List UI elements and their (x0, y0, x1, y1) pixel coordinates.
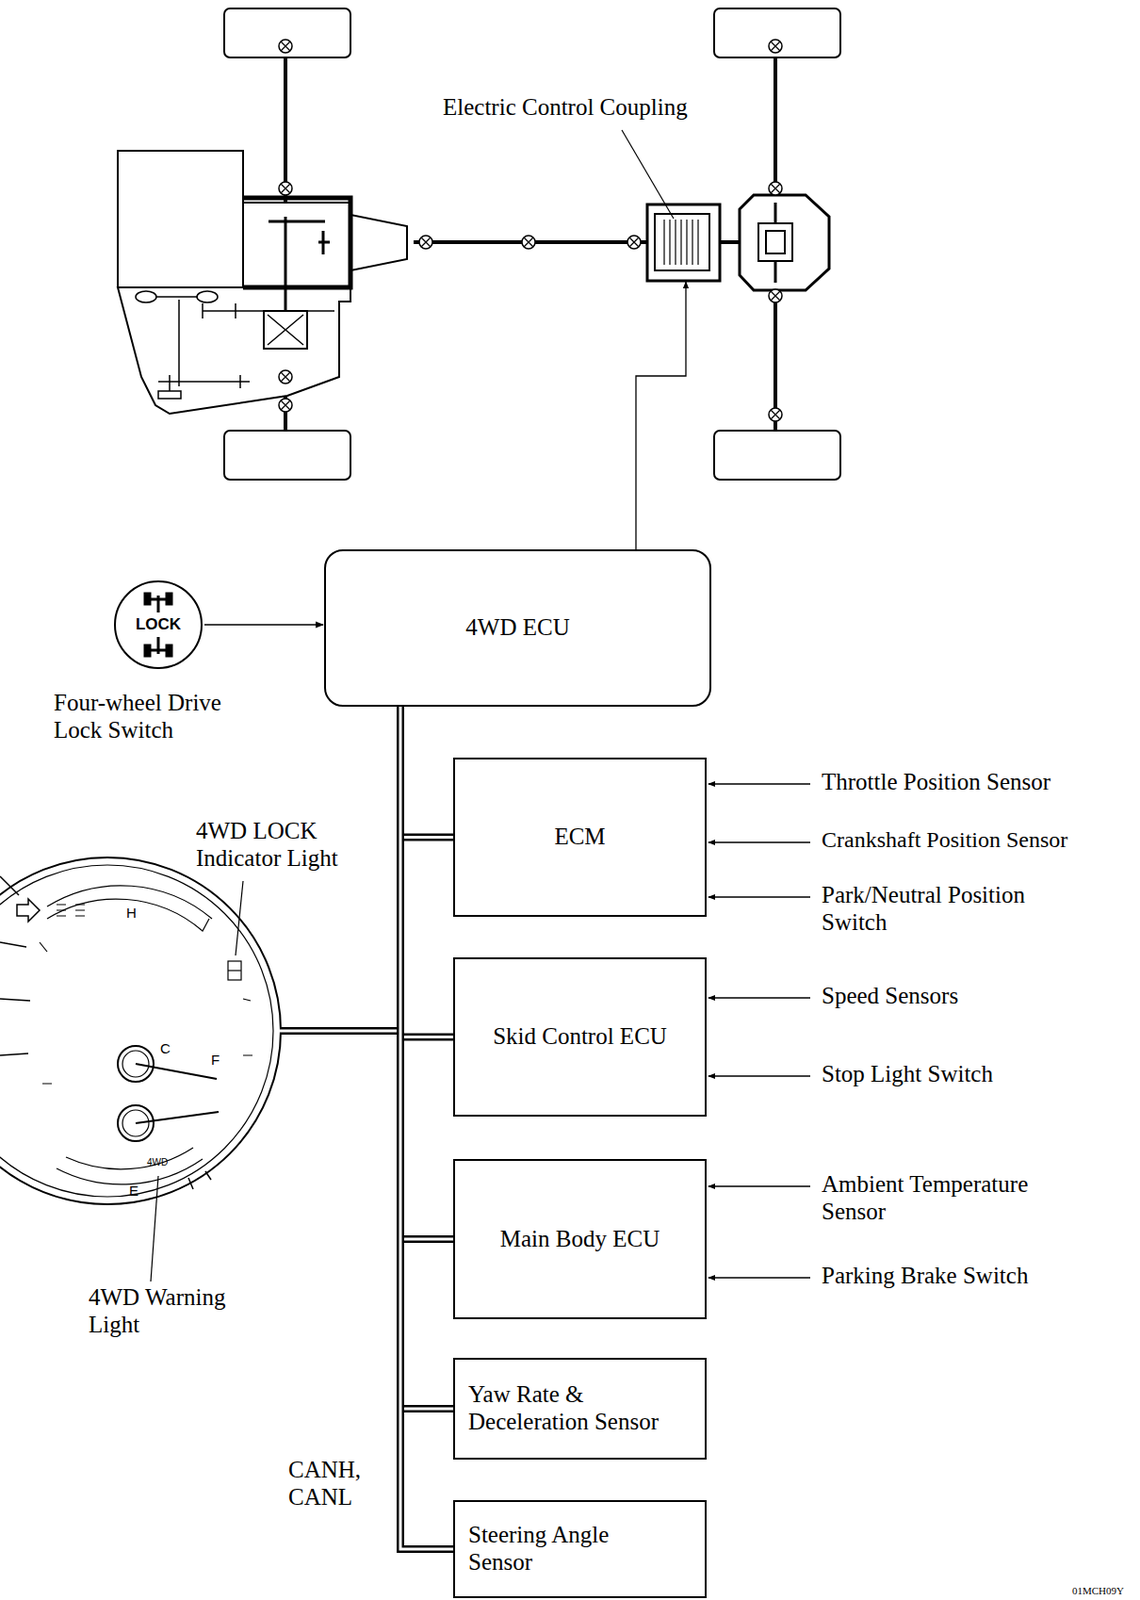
text-group: ECM (553, 823, 605, 851)
box-text: 4WD ECU (465, 614, 570, 642)
text-group: 4WD ECU (465, 614, 570, 642)
switch-text: LOCK (135, 615, 181, 635)
box-text: Main Body ECU (500, 1225, 660, 1254)
ecu-box: Main Body ECU (453, 1158, 707, 1320)
wheel (224, 430, 351, 480)
connector (400, 705, 455, 838)
sensor-label: Stop Light Switch (821, 1060, 994, 1089)
box-text: ECM (553, 823, 605, 851)
sensor-label: Park/Neutral Position Switch (821, 881, 1086, 937)
text-group: Skid Control ECU (492, 1023, 668, 1051)
sensor-box: Steering Angle Sensor (453, 1499, 707, 1598)
warning-light-text: 4WD (146, 1156, 168, 1169)
sensor-label: Throttle Position Sensor (821, 768, 1051, 797)
text-group: Steering Angle Sensor (468, 1521, 634, 1577)
bus-label: CANH, CANL (288, 1456, 383, 1512)
callout-label: 4WD LOCK Indicator Light (195, 817, 352, 873)
leader-line (235, 880, 244, 956)
leader-line (621, 130, 674, 219)
switch-label: Four-wheel Drive Lock Switch (53, 689, 257, 745)
wheel (224, 8, 351, 58)
wheel (714, 8, 841, 58)
connector (400, 705, 455, 1038)
gauge-mark: F (211, 1051, 220, 1068)
connector (400, 705, 455, 1549)
leader-line (150, 1175, 159, 1282)
electric-control-coupling (647, 204, 750, 281)
wheel (714, 430, 841, 480)
control-wire (635, 281, 686, 550)
gauge-mark: H (126, 904, 137, 921)
transaxle (117, 150, 408, 414)
box-text: Skid Control ECU (492, 1023, 668, 1051)
sensor-label: Speed Sensors (821, 982, 959, 1010)
text-group: Main Body ECU (500, 1225, 660, 1254)
ecu-box: Skid Control ECU (453, 957, 707, 1117)
rear-differential (739, 195, 830, 291)
sensor-arrows (708, 783, 811, 1278)
gauge-mark: C (160, 1040, 171, 1057)
lock-switch: LOCKFour-wheel Drive Lock Switch (112, 578, 205, 671)
can-branch (279, 1030, 401, 1032)
connector (400, 705, 455, 1239)
sensor-box: Yaw Rate & Deceleration Sensor (453, 1357, 707, 1460)
ecu-box: ECM (453, 757, 707, 917)
sensor-label: Ambient Temperature Sensor (821, 1171, 1095, 1226)
part-label: Electric Control Coupling (442, 94, 745, 122)
box-text: Steering Angle Sensor (468, 1521, 634, 1577)
sensor-label: Parking Brake Switch (821, 1262, 1028, 1290)
callout-label: 4WD Warning Light (88, 1284, 249, 1339)
combination-meter (0, 857, 281, 1205)
figure-code: 01MCH09Y (1072, 1584, 1124, 1597)
connector (400, 705, 455, 1409)
gauge-mark: E (129, 1182, 139, 1199)
sensor-label: Crankshaft Position Sensor (821, 827, 1068, 854)
text-group: Yaw Rate & Deceleration Sensor (468, 1381, 685, 1436)
box-text: Yaw Rate & Deceleration Sensor (468, 1381, 685, 1436)
connector (204, 624, 324, 626)
ecu-box: 4WD ECU (324, 549, 712, 707)
